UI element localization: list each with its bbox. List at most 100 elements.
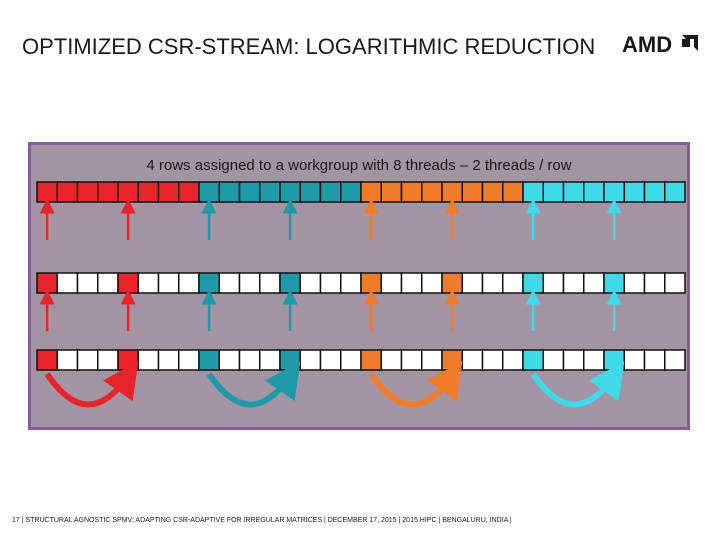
cell-stage2-14 — [319, 349, 342, 371]
cell-stage0-11 — [259, 181, 281, 203]
cell-stage1-20 — [441, 272, 463, 294]
cell-stage2-5 — [137, 349, 160, 371]
cell-stage2-12 — [279, 349, 301, 371]
cell-stage0-14 — [319, 181, 342, 203]
cell-stage1-7 — [178, 272, 200, 294]
cell-stage0-29 — [623, 181, 646, 203]
cell-stage1-19 — [421, 272, 443, 294]
cell-stage0-3 — [97, 181, 119, 203]
cell-stage2-7 — [178, 349, 200, 371]
diagram-panel: 4 rows assigned to a workgroup with 8 th… — [28, 142, 690, 430]
cell-stage0-6 — [157, 181, 180, 203]
cell-stage2-15 — [340, 349, 362, 371]
cell-stage1-22 — [481, 272, 504, 294]
cell-stage0-16 — [360, 181, 382, 203]
cell-stage0-24 — [522, 181, 544, 203]
cell-stage1-1 — [56, 272, 79, 294]
cell-stage0-31 — [664, 181, 686, 203]
cell-stage2-2 — [76, 349, 99, 371]
cell-stage0-13 — [299, 181, 322, 203]
cell-stage0-8 — [198, 181, 220, 203]
cell-stage2-8 — [198, 349, 220, 371]
cell-stage2-27 — [583, 349, 605, 371]
cell-stage0-2 — [76, 181, 99, 203]
cell-stage2-3 — [97, 349, 119, 371]
cell-stage1-11 — [259, 272, 281, 294]
cell-stage0-21 — [461, 181, 484, 203]
merge-arrow-g3 — [530, 361, 625, 408]
cell-stage1-12 — [279, 272, 301, 294]
cell-stage1-27 — [583, 272, 605, 294]
cell-stage0-18 — [400, 181, 423, 203]
cell-stage2-24 — [522, 349, 544, 371]
cell-stage2-6 — [157, 349, 180, 371]
cell-stage2-11 — [259, 349, 281, 371]
cell-stage0-25 — [542, 181, 565, 203]
cell-stage1-28 — [603, 272, 625, 294]
cell-stage2-28 — [603, 349, 625, 371]
cell-stage0-9 — [218, 181, 241, 203]
cell-stage0-15 — [340, 181, 362, 203]
cell-stage0-5 — [137, 181, 160, 203]
cell-stage0-10 — [238, 181, 261, 203]
cell-stage1-6 — [157, 272, 180, 294]
amd-arrow-mark-inner — [682, 39, 690, 47]
cell-stage2-19 — [421, 349, 443, 371]
cell-stage1-17 — [380, 272, 403, 294]
cell-stage2-30 — [643, 349, 666, 371]
cell-stage1-26 — [562, 272, 585, 294]
cell-stage1-3 — [97, 272, 119, 294]
cell-stage0-20 — [441, 181, 463, 203]
cell-stage1-15 — [340, 272, 362, 294]
cell-stage2-26 — [562, 349, 585, 371]
cell-stage2-10 — [238, 349, 261, 371]
cell-stage0-22 — [481, 181, 504, 203]
cell-stage1-0 — [36, 272, 58, 294]
cell-stage1-10 — [238, 272, 261, 294]
cell-stage0-19 — [421, 181, 443, 203]
cell-stage2-16 — [360, 349, 382, 371]
cell-stage1-5 — [137, 272, 160, 294]
cell-stage0-30 — [643, 181, 666, 203]
cell-stage1-9 — [218, 272, 241, 294]
cell-stage2-18 — [400, 349, 423, 371]
cell-stage0-7 — [178, 181, 200, 203]
cell-stage0-23 — [502, 181, 524, 203]
cell-stage2-17 — [380, 349, 403, 371]
cell-stage0-12 — [279, 181, 301, 203]
footer-text: 17 | STRUCTURAL AGNOSTIC SPMV: ADAPTING … — [12, 517, 512, 524]
cell-stage2-25 — [542, 349, 565, 371]
amd-logo-graphic: AMD — [622, 32, 698, 57]
cell-stage0-1 — [56, 181, 79, 203]
amd-logo-text: AMD — [622, 32, 672, 56]
merge-arrow-g2 — [368, 361, 463, 408]
cell-stage2-21 — [461, 349, 484, 371]
cell-stage1-16 — [360, 272, 382, 294]
cell-stage1-4 — [117, 272, 139, 294]
cell-stage2-13 — [299, 349, 322, 371]
cell-stage2-23 — [502, 349, 524, 371]
cell-stage1-29 — [623, 272, 646, 294]
cell-stage1-2 — [76, 272, 99, 294]
cell-stage2-31 — [664, 349, 686, 371]
panel-caption: 4 rows assigned to a workgroup with 8 th… — [146, 157, 572, 174]
cell-stage1-30 — [643, 272, 666, 294]
cell-stage1-14 — [319, 272, 342, 294]
cell-stage1-25 — [542, 272, 565, 294]
cell-stage0-28 — [603, 181, 625, 203]
cell-stage2-0 — [36, 349, 58, 371]
slide-title: OPTIMIZED CSR-STREAM: LOGARITHMIC REDUCT… — [22, 34, 596, 59]
cell-stage0-0 — [36, 181, 58, 203]
cell-stage2-22 — [481, 349, 504, 371]
cell-stage0-26 — [562, 181, 585, 203]
cell-stage2-29 — [623, 349, 646, 371]
cell-stage0-27 — [583, 181, 605, 203]
cell-stage1-23 — [502, 272, 524, 294]
cell-stage2-20 — [441, 349, 463, 371]
cell-stage1-18 — [400, 272, 423, 294]
reduction-diagram — [36, 181, 686, 408]
merge-arrow-g1 — [206, 361, 301, 408]
cell-stage2-9 — [218, 349, 241, 371]
cell-stage2-1 — [56, 349, 79, 371]
merge-arrow-g0 — [44, 361, 139, 408]
